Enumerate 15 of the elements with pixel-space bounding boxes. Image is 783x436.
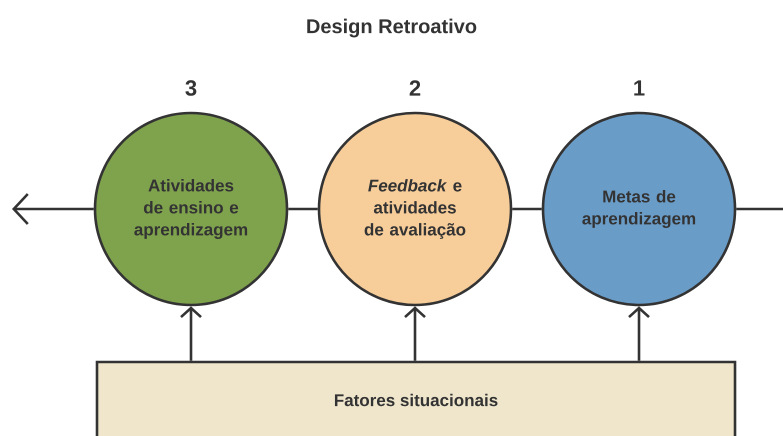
circle-node: Metas de aprendizagem <box>542 112 736 306</box>
arrow <box>180 306 202 361</box>
step-number: 1 <box>634 80 645 96</box>
step-number: 2 <box>410 80 420 96</box>
circle-node: Atividades de ensino e aprendizagem <box>94 112 288 306</box>
box-node: Fatores situacionais <box>96 360 736 436</box>
connector-line <box>288 208 318 210</box>
step-number: 3 <box>185 80 196 96</box>
title: Design Retroativo <box>307 18 476 38</box>
connector-line <box>512 208 542 210</box>
circle-node: Feedback e atividades de avaliação <box>318 112 512 306</box>
arrow <box>404 306 426 361</box>
connector-line <box>736 208 783 210</box>
arrow <box>12 193 94 225</box>
arrow <box>628 306 650 361</box>
